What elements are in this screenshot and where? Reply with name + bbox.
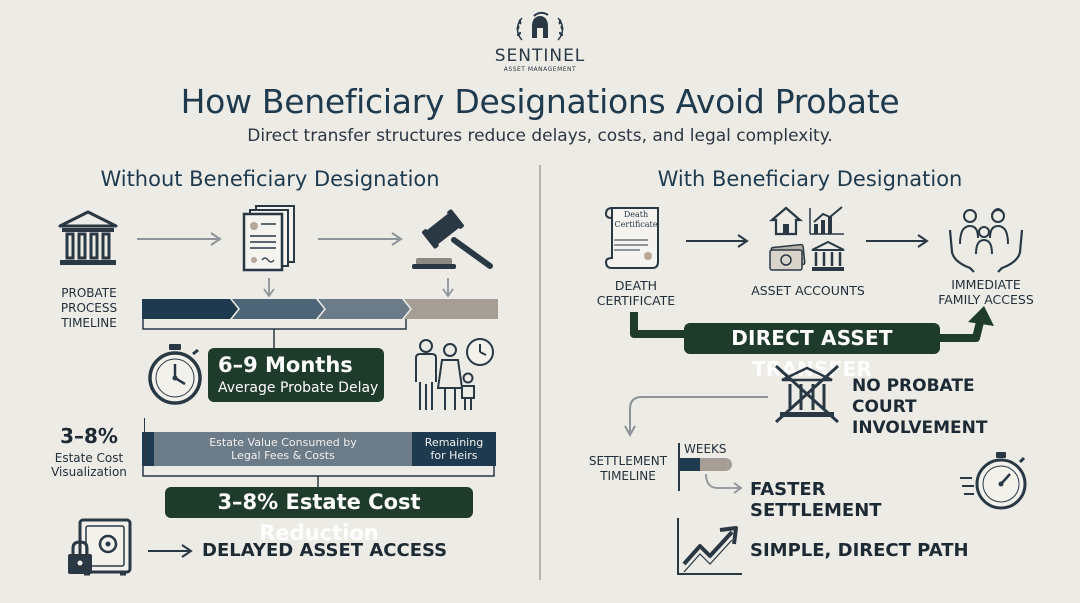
no-probate-label: NO PROBATE COURT INVOLVEMENT [852,376,988,438]
waiting-family-icon [415,338,494,410]
family-access-label: IMMEDIATE FAMILY ACCESS [938,277,1034,307]
direct-transfer-arrow [630,306,994,342]
arrow-right-icon [866,234,929,248]
fees-segment [142,432,154,466]
arrow-right-icon [686,234,749,248]
certificate-doc-text: Death Certificate [614,210,658,229]
arrow-right-icon [705,473,743,494]
arrow-right-icon [148,544,193,558]
arrow-right-icon [318,232,403,246]
right-heading: With Beneficiary Designation [657,167,963,191]
left-heading: Without Beneficiary Designation [100,167,440,191]
page-subtitle: Direct transfer structures reduce delays… [247,126,833,146]
arrow-right-icon [137,232,222,246]
column-divider [539,165,541,580]
growth-chart-icon [677,518,742,575]
probate-timeline-bar [142,299,498,319]
delay-value: 6–9 Months [218,353,353,377]
settlement-axis [678,443,680,491]
asset-accounts-label: ASSET ACCOUNTS [751,283,865,298]
consumed-segment: Estate Value Consumed by Legal Fees & Co… [154,432,412,466]
arrow-down-icon [263,278,275,298]
page-title: How Beneficiary Designations Avoid Proba… [180,82,900,121]
death-certificate-label: DEATH CERTIFICATE [596,278,676,308]
fast-stopwatch-icon [960,452,1027,510]
timeline-bracket [142,319,407,349]
probate-delay-box: 6–9 Months Average Probate Delay [208,348,384,402]
family-hands-icon [948,208,1024,273]
death-certificate-icon: Death Certificate [604,204,666,272]
arrow-down-icon [442,278,454,298]
spartan-helmet-laurel-icon [516,11,564,41]
brand-tagline: ASSET MANAGEMENT [503,66,577,73]
no-court-icon [774,364,840,424]
weeks-bar [680,458,732,471]
estate-cost-bar: Estate Value Consumed by Legal Fees & Co… [142,432,496,466]
settlement-timeline-label: SETTLEMENT TIMELINE [588,454,668,483]
consumed-label: Estate Value Consumed by Legal Fees & Co… [209,436,357,462]
locked-safe-icon [68,518,132,576]
faster-settlement-label: FASTER SETTLEMENT [750,479,882,521]
bank-icon [58,210,118,265]
cost-percent: 3–8% [60,424,118,448]
delayed-access-label: DELAYED ASSET ACCESS [202,540,448,561]
asset-accounts-icon [769,206,845,271]
delay-text: Average Probate Delay [218,380,379,396]
weeks-label: WEEKS [684,442,727,456]
cost-bar-left-rule [144,418,145,466]
direct-transfer-box: DIRECT ASSET TRANSFER [684,323,940,381]
documents-icon [242,205,295,272]
remaining-segment: Remaining for Heirs [412,432,496,466]
cost-visualization-label: Estate Cost Visualization [51,451,127,479]
simple-path-label: SIMPLE, DIRECT PATH [750,540,969,561]
gavel-icon [412,209,493,269]
curved-arrow-down-icon [624,396,768,438]
probate-timeline-label: PROBATE PROCESS TIMELINE [60,286,118,330]
remaining-label: Remaining for Heirs [424,436,484,462]
stopwatch-icon [148,344,202,405]
cost-reduction-box: 3–8% Estate Cost Reduction [165,487,473,545]
brand-name: SENTINEL [494,46,586,66]
